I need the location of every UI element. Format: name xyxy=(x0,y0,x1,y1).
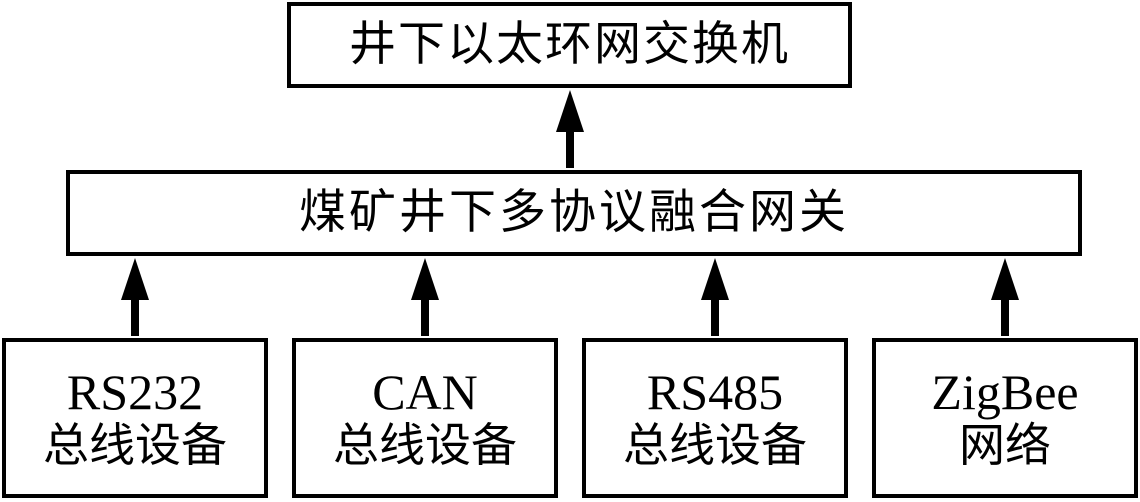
multi-protocol-gateway-label: 煤矿井下多协议融合网关 xyxy=(299,184,849,240)
multi-protocol-gateway-node: 煤矿井下多协议融合网关 xyxy=(66,170,1082,256)
rs485-device-type: 总线设备 xyxy=(623,418,807,473)
arrowhead-rs232-to-gateway xyxy=(121,258,149,300)
can-device-type: 总线设备 xyxy=(333,418,517,473)
rs485-device-protocol: RS485 xyxy=(646,364,784,421)
zigbee-network-node: ZigBee 网络 xyxy=(872,338,1138,498)
arrowhead-gateway-to-switch xyxy=(556,90,584,132)
arrowhead-can-to-gateway xyxy=(411,258,439,300)
zigbee-network-protocol: ZigBee xyxy=(931,364,1079,421)
ethernet-ring-switch-label: 井下以太环网交换机 xyxy=(349,16,790,72)
zigbee-network-type: 网络 xyxy=(959,418,1051,473)
arrowhead-zigbee-to-gateway xyxy=(991,258,1019,300)
rs232-device-node: RS232 总线设备 xyxy=(2,338,268,498)
can-device-node: CAN 总线设备 xyxy=(292,338,558,498)
rs232-device-type: 总线设备 xyxy=(43,418,227,473)
rs485-device-node: RS485 总线设备 xyxy=(582,338,848,498)
can-device-protocol: CAN xyxy=(372,364,478,421)
arrowhead-rs485-to-gateway xyxy=(701,258,729,300)
rs232-device-protocol: RS232 xyxy=(66,364,204,421)
ethernet-ring-switch-node: 井下以太环网交换机 xyxy=(287,2,852,88)
